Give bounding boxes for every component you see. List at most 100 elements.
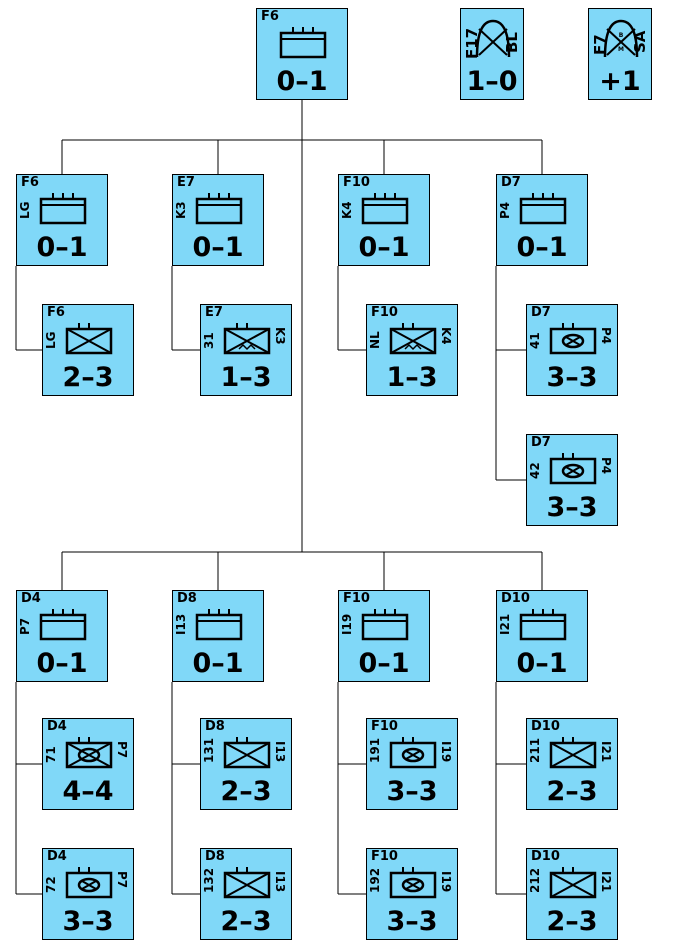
counter-location: F10 [343,175,370,190]
counter-strength: 1–3 [220,362,272,393]
counter-left-label: 71 [44,746,58,763]
counter-location: D7 [531,435,551,450]
counter-left-label: K4 [340,201,354,219]
counter-right-label: K4 [439,327,453,345]
hq-counter[interactable]: F6 0–1 [256,8,348,100]
counter-left-label: 211 [528,737,542,763]
counter-left-label: I13 [174,613,188,635]
hq-icon [519,193,567,225]
counter-location: F6 [261,9,279,24]
counter-strength: 4–4 [62,776,114,807]
artillery-loc: F17 [463,27,481,59]
counter-left-label: 31 [202,332,216,349]
armor-icon [549,323,597,355]
hq-icon [195,609,243,641]
counter-left-label: P7 [18,617,32,635]
hq-icon [39,193,87,225]
counter-location: D10 [531,849,560,864]
counter-right-label: K3 [273,327,287,345]
svg-text:B: B [619,32,624,39]
counter-location: F10 [343,591,370,606]
counter-left-label: 192 [368,867,382,893]
counter-left-label: I21 [498,613,512,635]
armor-icon [389,867,437,899]
artillery-dome-icon [475,19,511,58]
hq-icon [361,609,409,641]
engineer-dome-icon: B M [603,19,639,58]
counter-left-label: I19 [340,613,354,635]
counter-strength: 0–1 [192,232,244,263]
counter-strength: 2–3 [546,906,598,937]
counter-left-label: 41 [528,332,542,349]
counter-left-label: LG [44,331,58,350]
counter-strength: 0–1 [516,648,568,679]
engineer-strength: +1 [599,66,641,97]
engineer-counter[interactable]: B M F7 SA +1 [588,8,652,100]
hq-icon [519,609,567,641]
counter-left-label: K3 [174,201,188,219]
armor-icon [549,453,597,485]
counter-strength: 0–1 [358,232,410,263]
counter-strength: 0–1 [36,232,88,263]
counter-strength: 2–3 [220,906,272,937]
counter-strength: 3–3 [386,776,438,807]
mountain-infantry-icon [389,323,437,355]
counter-right-label: I21 [599,871,613,893]
counter-strength: 0–1 [358,648,410,679]
counter-location: D7 [531,305,551,320]
counter-strength: 3–3 [62,906,114,937]
engineer-side: SA [631,30,649,53]
counter-left-label: 42 [528,462,542,479]
counter-location: E7 [177,175,195,190]
infantry-icon [549,737,597,769]
counter-location: D4 [47,849,67,864]
counter-left-label: LG [18,201,32,220]
mech-infantry-icon [65,737,113,769]
counter-right-label: I13 [273,741,287,763]
infantry-icon [223,867,271,899]
artillery-strength: 1–0 [466,66,518,97]
counter-strength: 3–3 [546,362,598,393]
artillery-side: BL [503,32,521,53]
armor-icon [389,737,437,769]
counter-location: D8 [205,849,225,864]
counter-location: D10 [501,591,530,606]
counter-location: D10 [531,719,560,734]
counter-right-label: P4 [599,327,613,345]
counter-location: F10 [371,719,398,734]
counter-right-label: P4 [599,457,613,475]
artillery-counter[interactable]: F17 BL 1–0 [460,8,524,100]
counter-right-label: I19 [439,741,453,763]
counter-location: F10 [371,305,398,320]
counter-strength: 0–1 [276,66,328,97]
counter-location: D8 [177,591,197,606]
hq-icon [361,193,409,225]
armor-icon [65,867,113,899]
counter-strength: 3–3 [546,492,598,523]
counter-right-label: I13 [273,871,287,893]
counter-location: D8 [205,719,225,734]
counter-left-label: P4 [498,201,512,219]
